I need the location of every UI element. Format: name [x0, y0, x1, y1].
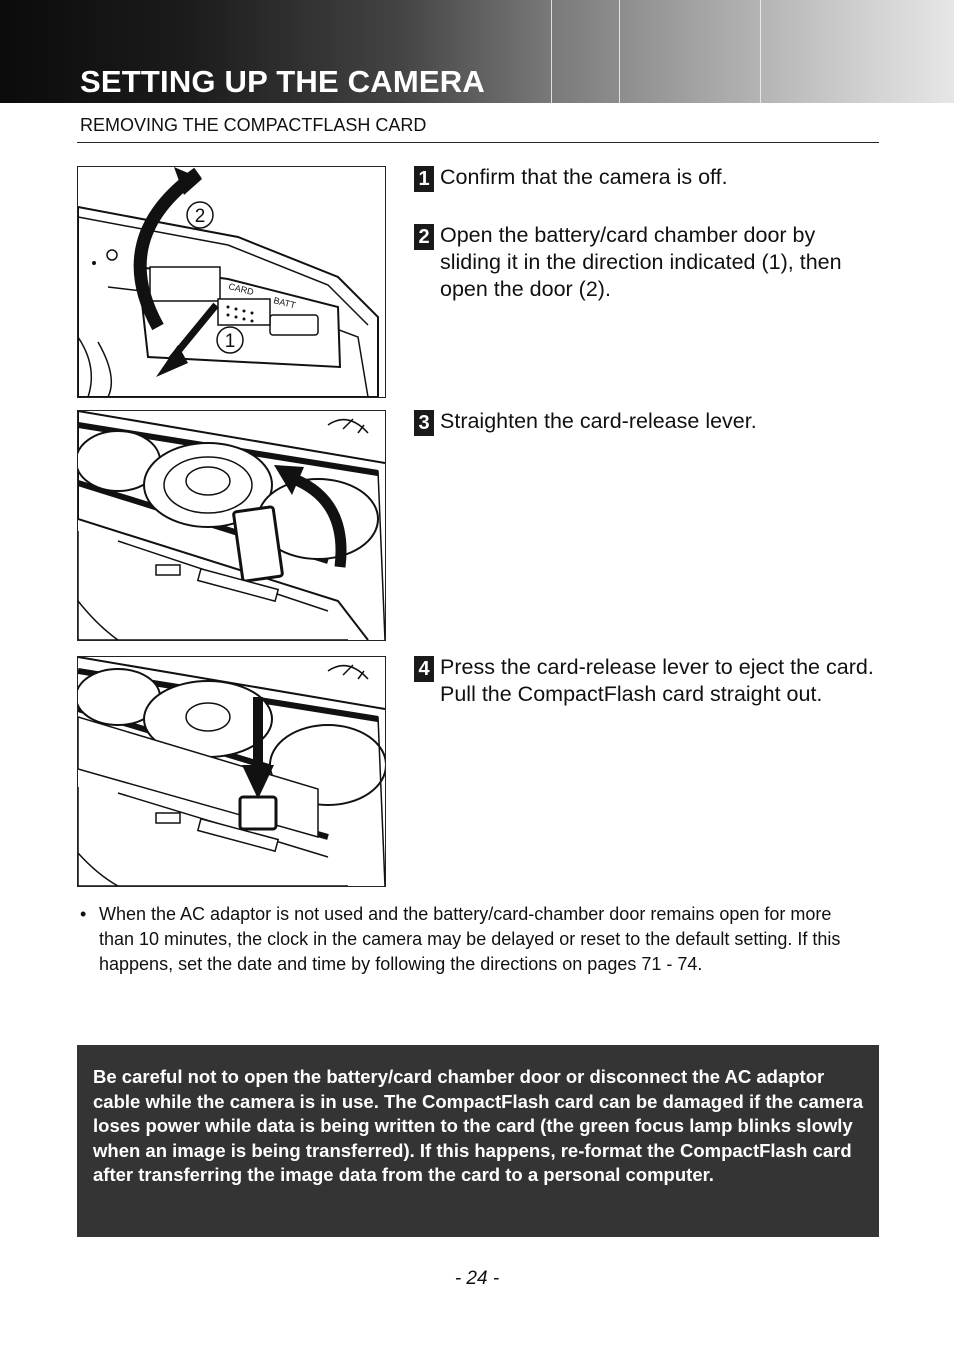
door-label-1: 1 [225, 331, 236, 352]
step-1: 1 Confirm that the camera is off. [414, 164, 874, 192]
section-rule [77, 142, 879, 143]
step-text: Press the card-release lever to eject th… [440, 655, 874, 706]
illustration-release-lever [77, 410, 386, 641]
step-number-badge: 3 [414, 410, 434, 436]
card-eject-drawing [78, 657, 385, 886]
header-band [0, 0, 954, 103]
section-subtitle: REMOVING THE COMPACTFLASH CARD [80, 115, 427, 135]
step-text: Confirm that the camera is off. [440, 165, 728, 189]
page-title: SETTING UP THE CAMERA [80, 64, 485, 99]
caution-text: Be careful not to open the battery/card … [93, 1066, 864, 1185]
header-divider [619, 0, 620, 103]
step-number-badge: 4 [414, 656, 434, 682]
caution-box: Be careful not to open the battery/card … [77, 1045, 879, 1237]
illustration-eject-card [77, 656, 386, 887]
note-text: When the AC adaptor is not used and the … [99, 904, 841, 974]
header-divider [760, 0, 761, 103]
step-text: Open the battery/card chamber door by sl… [440, 223, 842, 301]
step-number-badge: 1 [414, 166, 434, 192]
step-number-badge: 2 [414, 224, 434, 250]
step-2: 2 Open the battery/card chamber door by … [414, 222, 874, 303]
header-divider [551, 0, 552, 103]
illustration-open-door: 2 1 CARD BATT [77, 166, 386, 398]
page-number: - 24 - [454, 1268, 500, 1289]
note-bullet: • [80, 904, 87, 924]
camera-door-drawing: 2 1 CARD BATT [78, 167, 379, 397]
step-3: 3 Straighten the card-release lever. [414, 408, 874, 436]
step-text: Straighten the card-release lever. [440, 409, 757, 433]
lever-straighten-drawing [78, 411, 385, 640]
note: • When the AC adaptor is not used and th… [80, 902, 870, 977]
step-4: 4 Press the card-release lever to eject … [414, 654, 874, 708]
door-label-2: 2 [195, 206, 206, 227]
